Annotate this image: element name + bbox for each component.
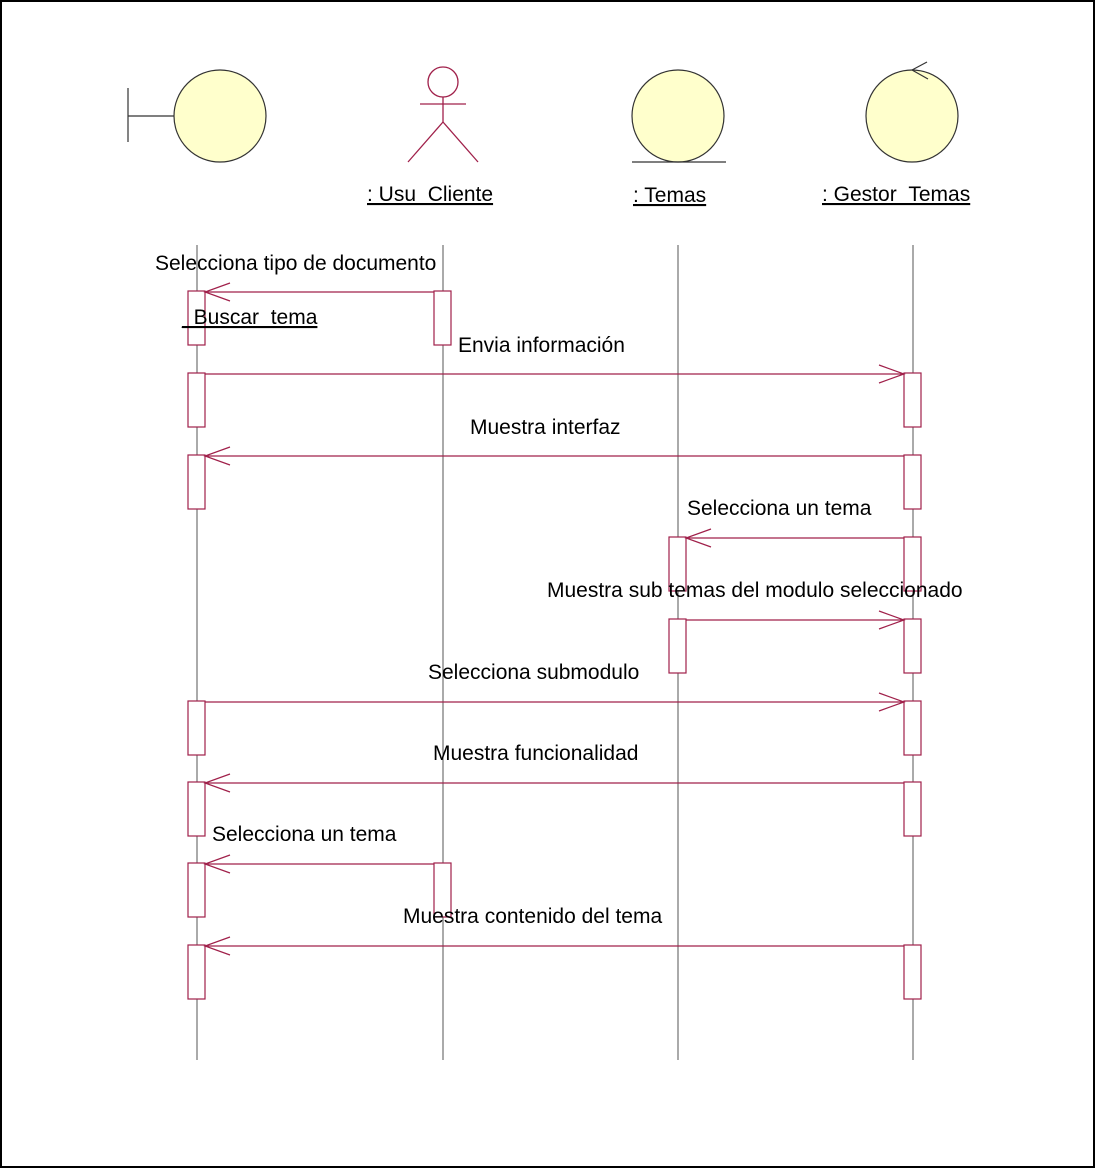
activation-bar	[187, 454, 206, 510]
activation-bar	[903, 372, 922, 428]
message-arrow	[203, 773, 904, 793]
message-arrow	[205, 692, 906, 712]
activation-bar	[903, 618, 922, 674]
boundary-icon	[127, 69, 267, 163]
activation-bar	[187, 372, 206, 428]
activation-bar	[903, 944, 922, 1000]
message-arrow	[686, 610, 906, 630]
message-arrow	[205, 364, 906, 384]
message-arrow	[203, 854, 434, 874]
participant-label-usu-cliente: : Usu_Cliente	[367, 183, 493, 206]
activation-bar	[903, 700, 922, 756]
message-label: Envia información	[458, 334, 625, 357]
activation-bar	[433, 290, 452, 346]
activation-bar	[187, 862, 206, 918]
message-label: Muestra sub temas del modulo seleccionad…	[547, 579, 963, 602]
message-arrow	[203, 446, 904, 466]
activation-bar	[668, 536, 687, 592]
activation-bar	[903, 454, 922, 510]
message-label: Selecciona tipo de documento	[155, 252, 436, 275]
message-arrow	[203, 936, 904, 956]
entity-icon	[631, 69, 726, 163]
boundary-object-label: _Buscar_tema	[181, 306, 318, 329]
participant-label-gestor-temas: : Gestor_Temas	[822, 183, 970, 206]
activation-bar	[433, 862, 452, 918]
message-arrow	[684, 528, 904, 548]
message-label: Selecciona un tema	[687, 497, 872, 520]
message-arrow	[203, 282, 434, 302]
activation-bar	[187, 700, 206, 756]
activation-bar	[187, 290, 206, 346]
activation-bar	[187, 781, 206, 837]
control-icon	[865, 61, 959, 163]
participant-label-temas: : Temas	[633, 184, 706, 207]
activation-bars	[187, 290, 922, 1000]
actor-icon	[407, 66, 479, 163]
activation-bar	[903, 781, 922, 837]
activation-bar	[903, 536, 922, 592]
message-label: Muestra interfaz	[470, 416, 621, 439]
activation-bar	[668, 618, 687, 674]
activation-bar	[187, 944, 206, 1000]
message-label: Muestra funcionalidad	[433, 742, 638, 765]
message-label: Selecciona un tema	[212, 823, 397, 846]
message-label: Selecciona submodulo	[428, 661, 639, 684]
message-label: Muestra contenido del tema	[403, 905, 662, 928]
